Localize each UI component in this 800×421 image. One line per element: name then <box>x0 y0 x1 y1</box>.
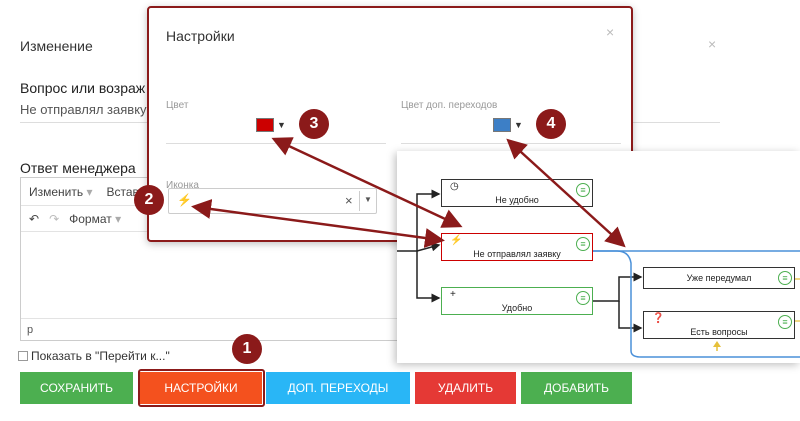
redo-icon[interactable]: ↷ <box>49 211 60 226</box>
undo-icon[interactable]: ↶ <box>29 211 40 226</box>
color-caret-icon[interactable]: ▼ <box>277 120 286 130</box>
answer-label: Ответ менеджера <box>20 160 136 176</box>
ok-circle-icon[interactable]: ≡ <box>778 271 792 285</box>
color-picker[interactable]: ▼ <box>256 118 286 132</box>
settings-button-highlight <box>138 369 265 407</box>
add-button[interactable]: ДОБАВИТЬ <box>521 372 632 404</box>
flow-node-label: Уже передумал <box>686 273 752 283</box>
settings-button[interactable]: НАСТРОЙКИ <box>140 372 262 404</box>
flow-node-changed-mind[interactable]: Уже передумал ≡ <box>643 267 795 289</box>
save-button[interactable]: СОХРАНИТЬ <box>20 372 133 404</box>
color-swatch[interactable] <box>256 118 274 132</box>
bolt-icon: ⚡ <box>177 193 192 207</box>
extra-color-swatch[interactable] <box>493 118 511 132</box>
annotation-badge-3: 3 <box>299 109 329 139</box>
annotation-badge-2: 2 <box>134 185 164 215</box>
flow-node-has-questions[interactable]: ❓ Есть вопросы ≡ <box>643 311 795 339</box>
goto-checkbox-row[interactable]: Показать в "Перейти к..." <box>18 349 170 363</box>
flow-node-convenient[interactable]: + Удобно ≡ <box>441 287 593 315</box>
menu-edit[interactable]: Изменить ▾ <box>29 184 93 199</box>
flow-node-label: Есть вопросы <box>690 327 748 337</box>
annotation-badge-4: 4 <box>536 109 566 139</box>
question-input[interactable]: Не отправлял заявку <box>20 102 147 117</box>
panel-close-button[interactable]: × <box>708 36 717 52</box>
extra-color-caret-icon[interactable]: ▼ <box>514 120 523 130</box>
goto-checkbox[interactable] <box>18 351 28 361</box>
bolt-icon: ⚡ <box>450 235 463 246</box>
modal-close-button[interactable]: × <box>606 24 615 40</box>
extra-color-label: Цвет доп. переходов <box>401 100 498 111</box>
extra-transitions-button[interactable]: ДОП. ПЕРЕХОДЫ <box>266 372 410 404</box>
goto-checkbox-label: Показать в "Перейти к..." <box>31 349 170 363</box>
delete-button[interactable]: УДАЛИТЬ <box>415 372 516 404</box>
flow-node-label: Удобно <box>501 303 533 313</box>
color-label: Цвет <box>166 100 189 111</box>
icon-label: Иконка <box>166 180 199 191</box>
format-dropdown[interactable]: Формат ▾ <box>69 211 122 226</box>
ok-circle-icon[interactable]: ≡ <box>576 291 590 305</box>
question-icon: ❓ <box>652 313 665 324</box>
question-label: Вопрос или возраж <box>20 80 146 96</box>
ok-circle-icon[interactable]: ≡ <box>778 315 792 329</box>
editor-statusbar: p <box>21 318 399 341</box>
panel-title: Изменение <box>20 38 93 54</box>
extra-color-picker[interactable]: ▼ <box>493 118 523 132</box>
flow-node-label: Не отправлял заявку <box>473 249 561 259</box>
annotation-badge-1: 1 <box>232 334 262 364</box>
modal-title: Настройки <box>166 28 235 44</box>
plus-icon: + <box>450 289 456 300</box>
